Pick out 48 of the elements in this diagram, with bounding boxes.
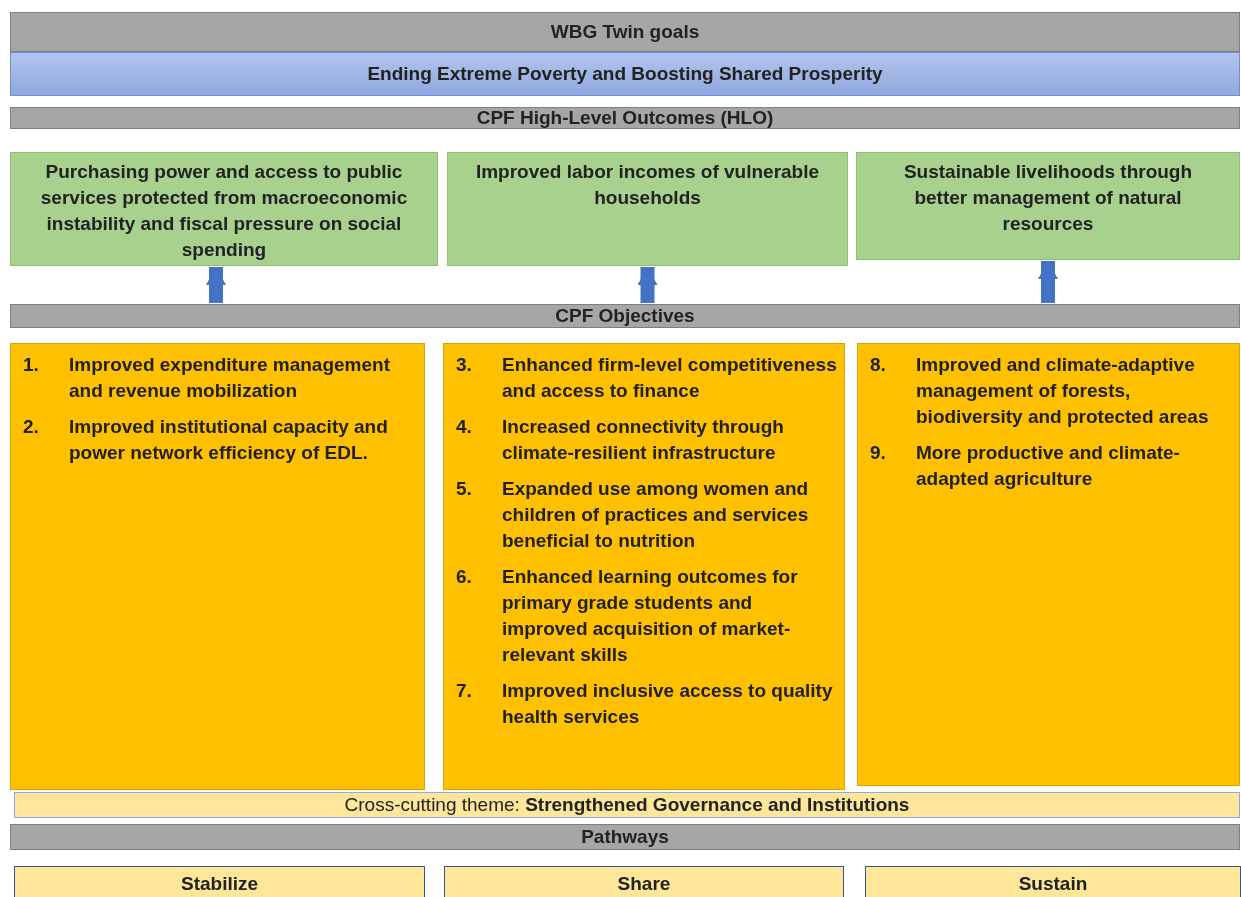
block-arrow: [1038, 261, 1058, 303]
objective-text: Improved inclusive access to quality health services: [502, 679, 834, 729]
item-number: 3.: [455, 353, 473, 377]
outcome-box: [856, 152, 1240, 260]
band: [10, 52, 1240, 96]
item-number: 4.: [455, 415, 473, 439]
objectives-box: [857, 343, 1240, 786]
objective-text: Improved and climate-adaptive management of forests, biodiversity and protected areas: [916, 353, 1210, 429]
objective-text: Improved expenditure management and revenue mobilization: [69, 353, 391, 403]
outcome-box: [447, 152, 848, 266]
item-number: 7.: [455, 679, 473, 703]
band: [10, 824, 1240, 850]
heading-text: Share: [617, 873, 671, 895]
pathway-box: [444, 866, 844, 897]
band: [10, 304, 1240, 328]
item-number: 9.: [869, 441, 887, 465]
heading-text: CPF High-Level Outcomes (HLO): [476, 107, 774, 129]
heading-text: Improved labor incomes of vulnerable households: [474, 160, 821, 210]
objectives-box: [10, 343, 425, 790]
heading-text: Ending Extreme Poverty and Boosting Shared Prosperity: [367, 63, 883, 85]
band: [10, 12, 1240, 52]
pathway-box: [865, 866, 1241, 897]
objective-text: Enhanced firm-level competitiveness and access to finance: [502, 353, 838, 403]
heading-text: Sustain: [1018, 873, 1088, 895]
item-number: 1.: [22, 353, 40, 377]
heading-text: Pathways: [581, 826, 669, 848]
objective-text: Expanded use among women and children of practices and services beneficial to nutrition: [502, 477, 810, 553]
objective-text: Increased connectivity through climate-resilient infrastructure: [502, 415, 785, 465]
heading-text: Stabilize: [180, 873, 259, 895]
objective-text: Enhanced learning outcomes for primary grade students and improved acquisition of market-relevant skills: [502, 565, 799, 667]
outcome-box: [10, 152, 438, 266]
item-number: 6.: [455, 565, 473, 589]
heading-text: Purchasing power and access to public services protected from macroeconomic instability and fiscal pressure on social spending: [39, 160, 409, 259]
objectives-box: [443, 343, 845, 790]
heading-text: WBG Twin goals: [550, 21, 700, 43]
objective-text: Improved institutional capacity and power network efficiency of EDL.: [69, 415, 389, 465]
item-number: 5.: [455, 477, 473, 501]
objective-text: More productive and climate-adapted agriculture: [916, 441, 1181, 491]
band: [10, 107, 1240, 129]
block-arrow: [206, 267, 226, 303]
heading-text: Cross-cutting theme: Strengthened Governance and Institutions: [344, 794, 910, 816]
item-number: 2.: [22, 415, 40, 439]
block-arrow: [637, 267, 658, 303]
heading-text: Sustainable livelihoods through better management of natural resources: [902, 160, 1194, 236]
item-number: 8.: [869, 353, 887, 377]
pathway-box: [14, 866, 425, 897]
theme-band: [14, 792, 1240, 818]
heading-text: CPF Objectives: [555, 305, 695, 327]
